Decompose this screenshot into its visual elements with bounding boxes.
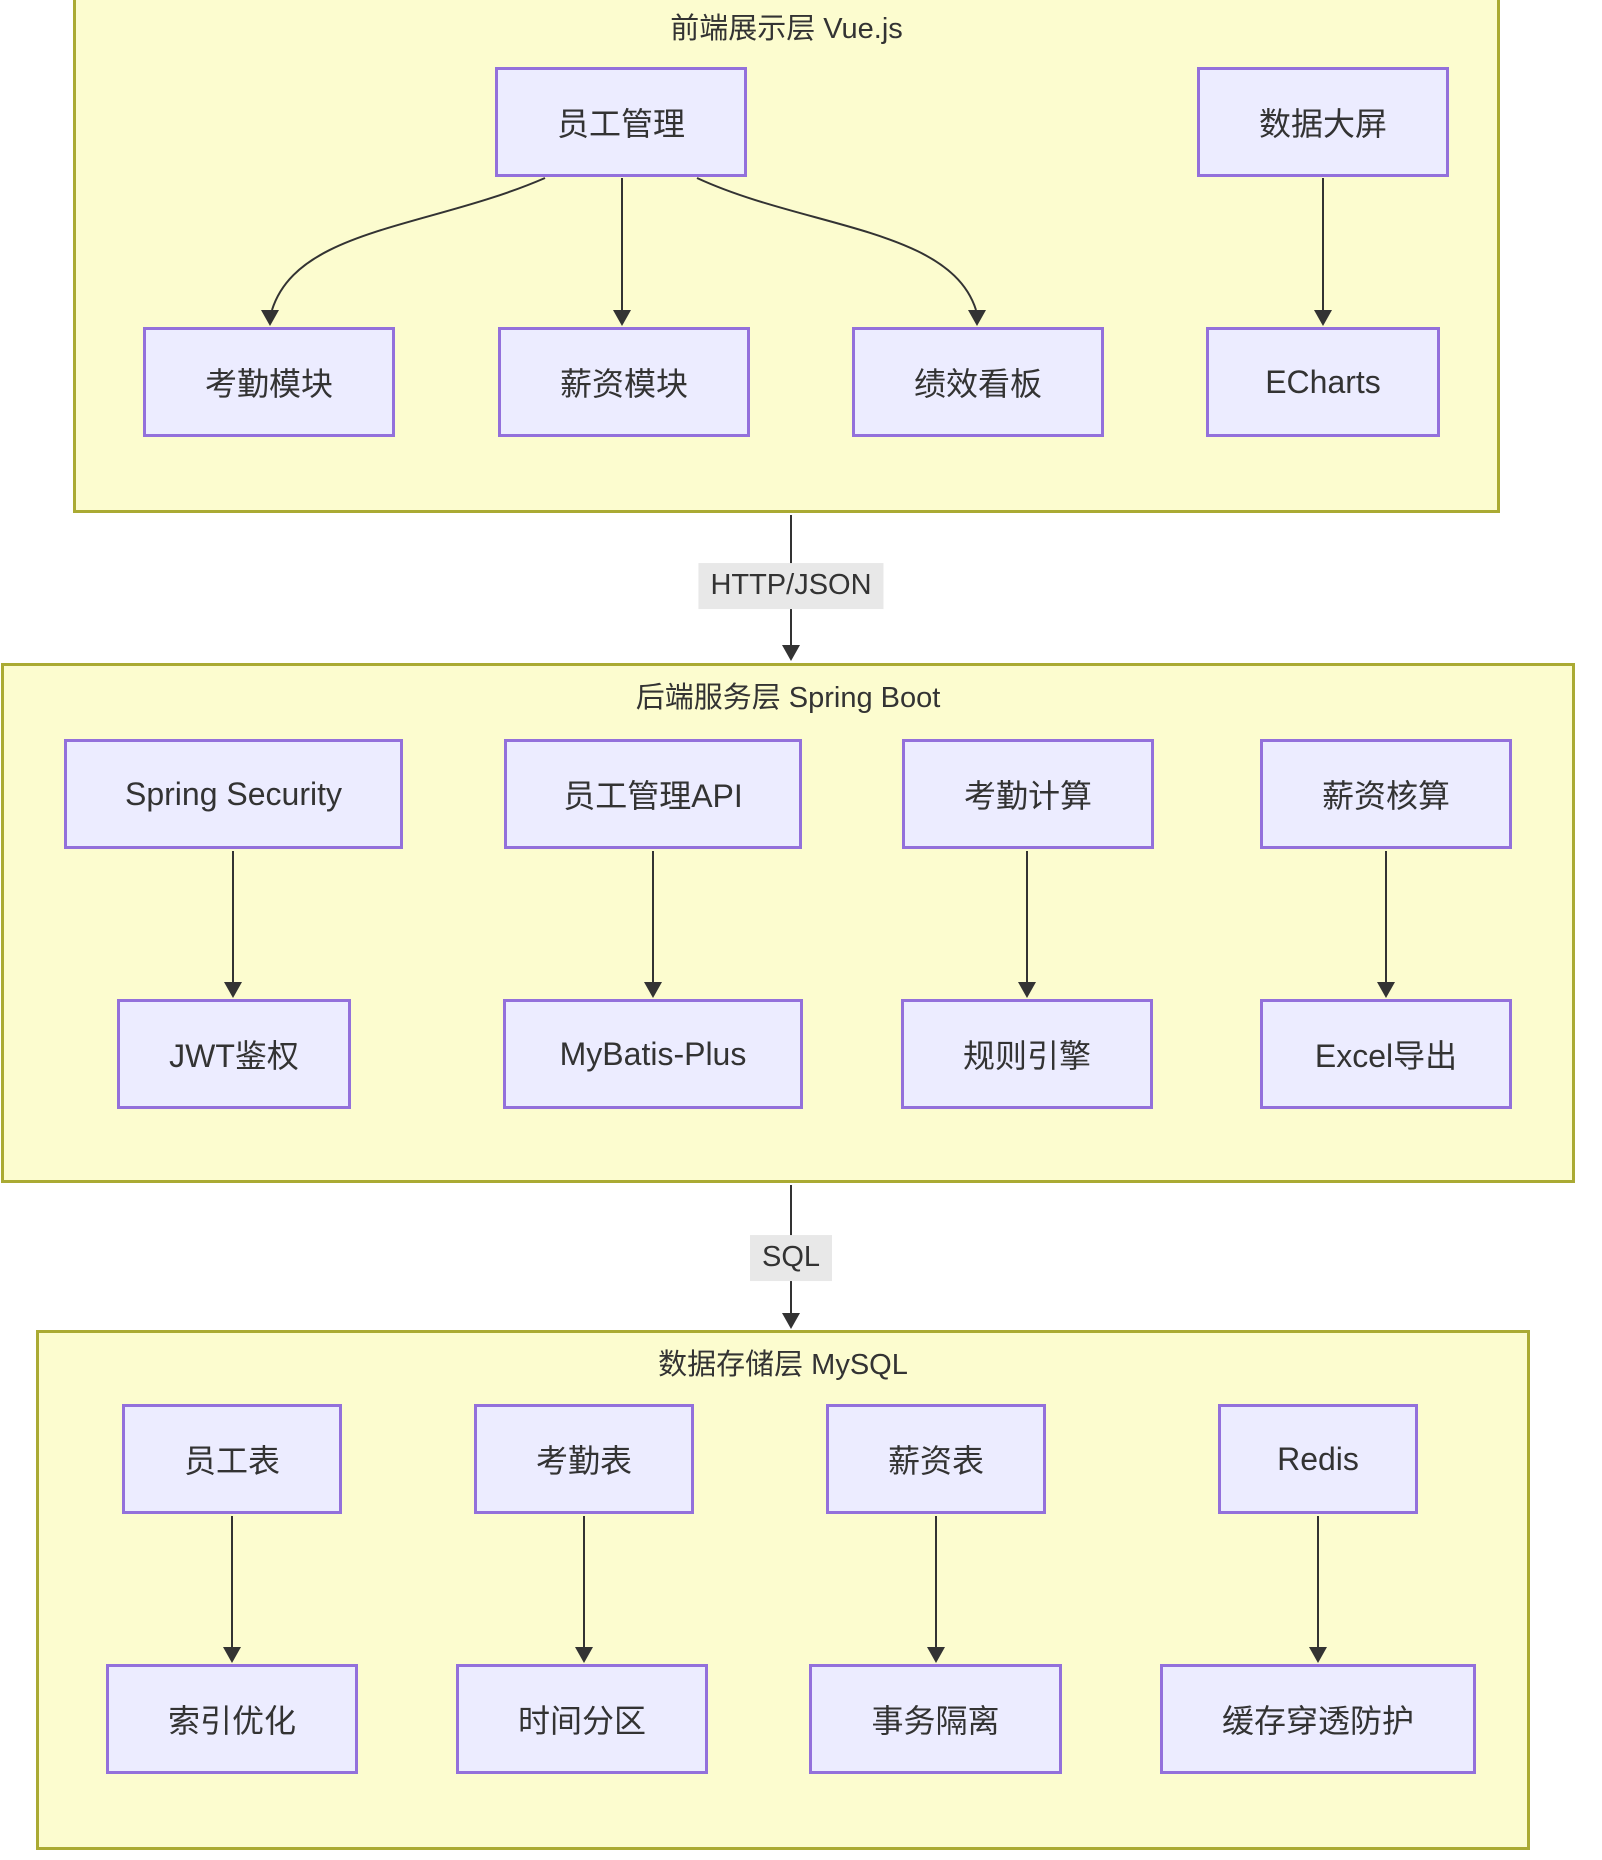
node-redis: Redis [1218, 1404, 1418, 1514]
node-spring-security: Spring Security [64, 739, 403, 849]
edge-label-sql: SQL [749, 1235, 833, 1281]
node-jwt-auth: JWT鉴权 [117, 999, 351, 1109]
arrowhead [782, 645, 800, 661]
layer-backend-title: 后端服务层 Spring Boot [635, 682, 941, 714]
node-salary-calc: 薪资核算 [1260, 739, 1512, 849]
node-emp-mgmt: 员工管理 [495, 67, 747, 177]
node-mybatis-plus: MyBatis-Plus [503, 999, 803, 1109]
node-cache-protect: 缓存穿透防护 [1160, 1664, 1476, 1774]
node-excel-export: Excel导出 [1260, 999, 1512, 1109]
layer-frontend-title: 前端展示层 Vue.js [670, 13, 903, 45]
layer-storage-title: 数据存储层 MySQL [658, 1349, 908, 1381]
node-attendance-module: 考勤模块 [143, 327, 395, 437]
node-perf-board: 绩效看板 [852, 327, 1104, 437]
node-emp-table: 员工表 [122, 1404, 342, 1514]
node-rule-engine: 规则引擎 [901, 999, 1153, 1109]
node-attendance-calc: 考勤计算 [902, 739, 1154, 849]
edge-label-http-json: HTTP/JSON [698, 563, 884, 609]
node-salary-module: 薪资模块 [498, 327, 750, 437]
node-tx-isolation: 事务隔离 [809, 1664, 1062, 1774]
node-attendance-table: 考勤表 [474, 1404, 694, 1514]
node-data-screen: 数据大屏 [1197, 67, 1449, 177]
node-index-opt: 索引优化 [106, 1664, 358, 1774]
arrowhead [782, 1313, 800, 1329]
node-echarts: ECharts [1206, 327, 1440, 437]
node-salary-table: 薪资表 [826, 1404, 1046, 1514]
node-time-partition: 时间分区 [456, 1664, 708, 1774]
node-emp-api: 员工管理API [504, 739, 802, 849]
